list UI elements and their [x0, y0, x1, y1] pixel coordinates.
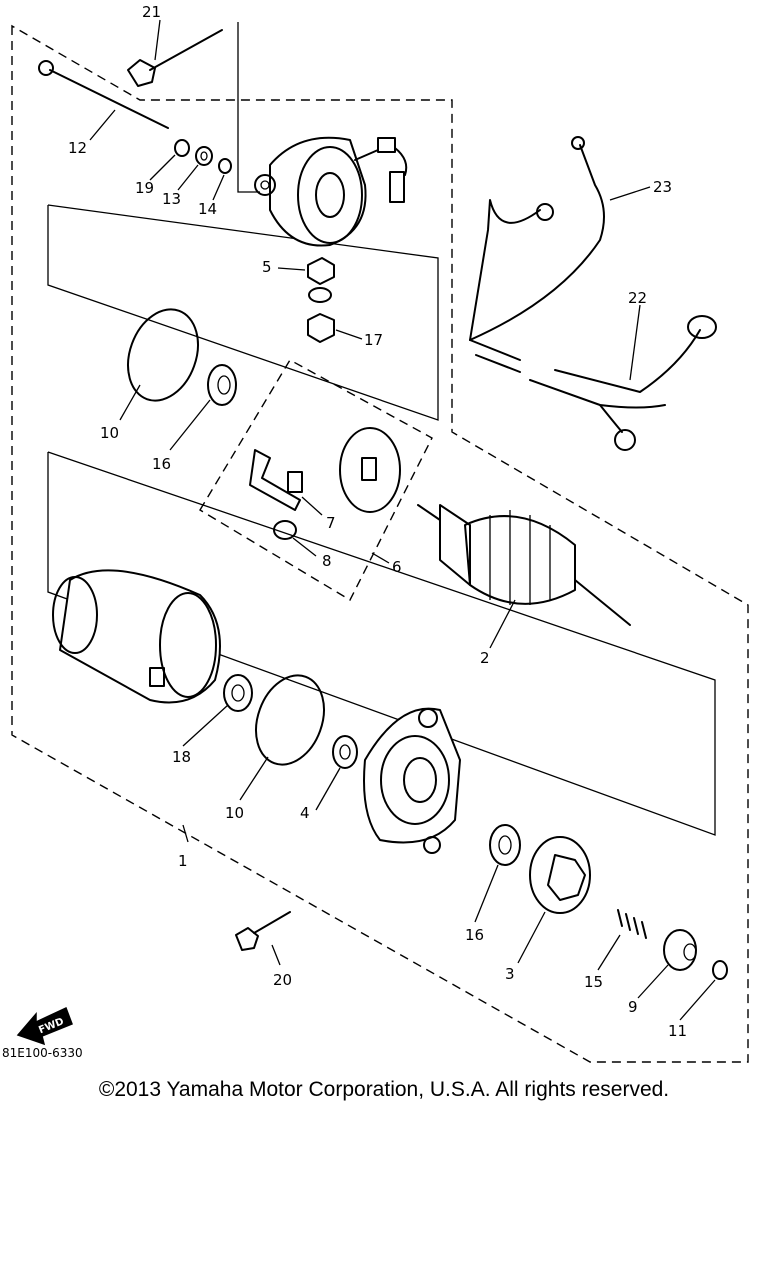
- assembly-boundary: [11, 24, 749, 1063]
- front-cover: [363, 707, 461, 854]
- callout-10-lower: 10: [225, 804, 244, 822]
- bearing-4: [332, 735, 358, 769]
- brush-plate: [339, 427, 401, 513]
- through-bolt-12: [38, 60, 169, 129]
- callout-16-upper: 16: [152, 455, 171, 473]
- callout-16-lower: 16: [465, 926, 484, 944]
- circlip-11: [712, 960, 728, 980]
- o-ring-14: [218, 158, 232, 174]
- bolt-20: [235, 911, 291, 951]
- washer-16-upper: [207, 364, 237, 406]
- callout-3: 3: [505, 965, 515, 983]
- washer-13: [195, 146, 213, 166]
- callout-11: 11: [668, 1022, 687, 1040]
- stopper-9: [663, 929, 697, 971]
- washer-16-lower: [489, 824, 521, 866]
- callout-2: 2: [480, 649, 490, 667]
- callout-21: 21: [142, 3, 161, 21]
- starter-motor-exploded-diagram: 21 12 19 13 14 23 5 22 17 10 16 7 8 6 2 …: [11, 3, 749, 1063]
- pinion-3: [529, 836, 591, 914]
- callout-8: 8: [322, 552, 332, 570]
- washer-5b: [308, 287, 332, 303]
- nut-17: [307, 313, 335, 343]
- washer-18: [223, 674, 253, 712]
- copyright-notice: ©2013 Yamaha Motor Corporation, U.S.A. A…: [98, 1078, 670, 1101]
- brush-7: [249, 449, 303, 511]
- callout-22: 22: [628, 289, 647, 307]
- reference-frame-upper: [47, 204, 439, 421]
- fwd-arrow-icon: FWD: [16, 1006, 73, 1046]
- callout-15: 15: [584, 973, 603, 991]
- callout-12: 12: [68, 139, 87, 157]
- callout-14: 14: [198, 200, 217, 218]
- leader-lines: [89, 19, 716, 1021]
- bolt-21: [127, 29, 223, 87]
- o-ring-10-upper: [127, 308, 199, 402]
- rear-cover: [254, 136, 408, 247]
- spring-15: [617, 909, 647, 939]
- leader-bolt-21: [237, 22, 260, 193]
- callout-13: 13: [162, 190, 181, 208]
- callout-10-upper: 10: [100, 424, 119, 442]
- washer-19: [174, 139, 190, 157]
- brush-assembly-box: [199, 359, 433, 601]
- callout-5: 5: [262, 258, 272, 276]
- reference-frame-lower: [47, 451, 716, 836]
- callout-17: 17: [364, 331, 383, 349]
- callout-numbers: 21 12 19 13 14 23 5 22 17 10 16 7 8 6 2 …: [68, 3, 687, 1040]
- callout-9: 9: [628, 998, 638, 1016]
- nut-5: [307, 257, 335, 285]
- callout-19: 19: [135, 179, 154, 197]
- lead-wire-22: [529, 315, 717, 451]
- callout-6: 6: [392, 558, 402, 576]
- spring-8: [273, 520, 297, 540]
- diagram-reference-code: 81E100-6330: [2, 1046, 83, 1060]
- o-ring-10-lower: [255, 674, 325, 766]
- yoke-housing: [52, 569, 221, 704]
- callout-23: 23: [653, 178, 672, 196]
- callout-18: 18: [172, 748, 191, 766]
- callout-7: 7: [326, 514, 336, 532]
- callout-4: 4: [300, 804, 310, 822]
- callout-20: 20: [273, 971, 292, 989]
- lead-wire-23: [469, 136, 605, 373]
- armature-2: [417, 504, 631, 626]
- callout-1: 1: [178, 852, 188, 870]
